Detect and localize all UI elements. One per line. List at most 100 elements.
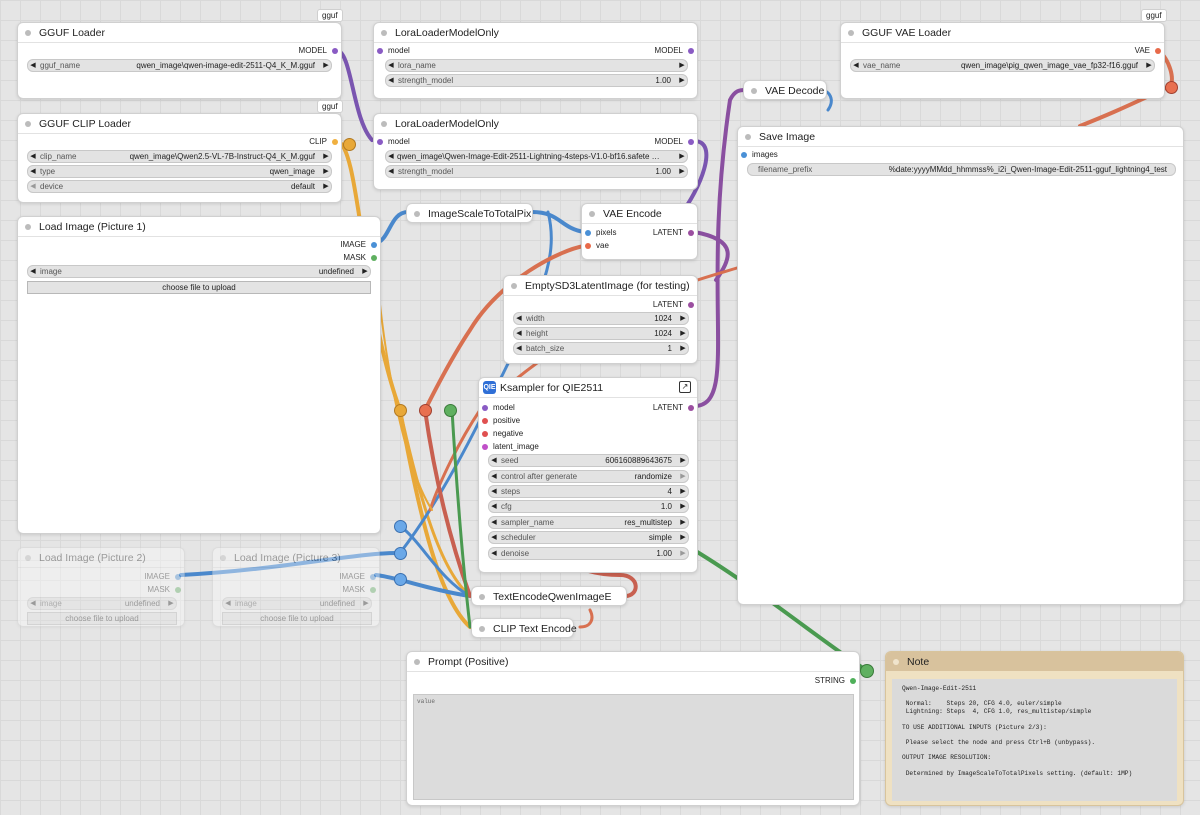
arrow-left-icon[interactable]: ◀ bbox=[491, 473, 497, 480]
arrow-left-icon[interactable]: ◀ bbox=[30, 183, 36, 190]
note-node[interactable]: Note Qwen-Image-Edit-2511 Normal: Steps … bbox=[885, 651, 1184, 806]
output-model[interactable]: MODEL bbox=[655, 137, 694, 147]
arrow-left-icon[interactable]: ◀ bbox=[225, 600, 231, 607]
arrow-left-icon[interactable]: ◀ bbox=[388, 62, 394, 69]
arrow-left-icon[interactable]: ◀ bbox=[30, 153, 36, 160]
lora-name-combo[interactable]: ◀qwen_image\Qwen-Image-Edit-2511-Lightni… bbox=[385, 150, 688, 163]
reroute-vae[interactable] bbox=[419, 404, 432, 417]
node-title[interactable]: VAE Decode bbox=[744, 81, 826, 100]
output-image[interactable]: IMAGE bbox=[339, 572, 376, 582]
arrow-right-icon[interactable]: ▶ bbox=[1146, 62, 1152, 69]
port-dot-icon[interactable] bbox=[1155, 47, 1161, 54]
port-dot-icon[interactable] bbox=[688, 138, 694, 145]
load-image-node-3[interactable]: Load Image (Picture 3) IMAGE MASK ◀image… bbox=[212, 547, 380, 627]
input-model[interactable]: model bbox=[377, 137, 410, 147]
expand-icon[interactable]: ↗ bbox=[679, 381, 691, 393]
node-title[interactable]: Note bbox=[886, 652, 1183, 671]
arrow-right-icon[interactable]: ▶ bbox=[679, 153, 685, 160]
port-dot-icon[interactable] bbox=[370, 586, 376, 593]
input-images[interactable]: images bbox=[741, 150, 778, 160]
node-title[interactable]: Load Image (Picture 3) bbox=[213, 548, 379, 568]
node-title[interactable]: Save Image bbox=[738, 127, 1183, 147]
output-mask[interactable]: MASK bbox=[147, 585, 181, 595]
arrow-left-icon[interactable]: ◀ bbox=[491, 457, 497, 464]
port-dot-icon[interactable] bbox=[370, 573, 376, 580]
collapse-dot-icon[interactable] bbox=[25, 29, 31, 36]
input-latent-image[interactable]: latent_image bbox=[482, 442, 539, 452]
arrow-left-icon[interactable]: ◀ bbox=[30, 62, 36, 69]
port-dot-icon[interactable] bbox=[688, 47, 694, 54]
arrow-right-icon[interactable]: ▶ bbox=[680, 519, 686, 526]
port-dot-icon[interactable] bbox=[371, 254, 377, 261]
output-vae[interactable]: VAE bbox=[1135, 46, 1161, 56]
arrow-left-icon[interactable]: ◀ bbox=[491, 488, 497, 495]
collapse-dot-icon[interactable] bbox=[414, 210, 420, 217]
port-dot-icon[interactable] bbox=[688, 229, 694, 236]
port-dot-icon[interactable] bbox=[585, 229, 591, 236]
arrow-left-icon[interactable]: ◀ bbox=[30, 168, 36, 175]
arrow-right-icon[interactable]: ▶ bbox=[679, 168, 685, 175]
port-dot-icon[interactable] bbox=[377, 138, 383, 145]
output-latent[interactable]: LATENT bbox=[653, 300, 694, 310]
port-dot-icon[interactable] bbox=[482, 443, 488, 450]
arrow-left-icon[interactable]: ◀ bbox=[30, 268, 36, 275]
image-scale-node[interactable]: ImageScaleToTotalPix bbox=[406, 203, 533, 223]
output-model[interactable]: MODEL bbox=[655, 46, 694, 56]
arrow-left-icon[interactable]: ◀ bbox=[491, 519, 497, 526]
arrow-left-icon[interactable]: ◀ bbox=[491, 550, 497, 557]
reroute-clip-2[interactable] bbox=[394, 404, 407, 417]
output-mask[interactable]: MASK bbox=[343, 253, 377, 263]
arrow-right-icon[interactable]: ▶ bbox=[323, 153, 329, 160]
save-image-node[interactable]: Save Image images filename_prefix%date:y… bbox=[737, 126, 1184, 605]
collapse-dot-icon[interactable] bbox=[25, 554, 31, 561]
port-dot-icon[interactable] bbox=[688, 404, 694, 411]
arrow-left-icon[interactable]: ◀ bbox=[30, 600, 36, 607]
filename-prefix-field[interactable]: filename_prefix%date:yyyyMMdd_hhmmss%_i2… bbox=[747, 163, 1176, 176]
node-title[interactable]: Load Image (Picture 2) bbox=[18, 548, 184, 568]
reroute-string[interactable] bbox=[444, 404, 457, 417]
port-dot-icon[interactable] bbox=[850, 677, 856, 684]
collapse-dot-icon[interactable] bbox=[893, 658, 899, 665]
arrow-right-icon[interactable]: ▶ bbox=[680, 503, 686, 510]
lora-loader-node-2[interactable]: LoraLoaderModelOnly model MODEL ◀qwen_im… bbox=[373, 113, 698, 190]
arrow-right-icon[interactable]: ▶ bbox=[680, 550, 686, 557]
arrow-left-icon[interactable]: ◀ bbox=[853, 62, 859, 69]
arrow-right-icon[interactable]: ▶ bbox=[362, 268, 368, 275]
collapse-dot-icon[interactable] bbox=[751, 87, 757, 94]
arrow-right-icon[interactable]: ▶ bbox=[363, 600, 369, 607]
arrow-right-icon[interactable]: ▶ bbox=[680, 534, 686, 541]
node-title[interactable]: EmptySD3LatentImage (for testing) bbox=[504, 276, 697, 296]
arrow-right-icon[interactable]: ▶ bbox=[679, 77, 685, 84]
arrow-right-icon[interactable]: ▶ bbox=[680, 473, 686, 480]
output-clip[interactable]: CLIP bbox=[309, 137, 338, 147]
vae-encode-node[interactable]: VAE Encode pixels vae LATENT bbox=[581, 203, 698, 260]
reroute-clip[interactable] bbox=[343, 138, 356, 151]
node-title[interactable]: LoraLoaderModelOnly bbox=[374, 114, 697, 134]
port-dot-icon[interactable] bbox=[741, 151, 747, 158]
collapse-dot-icon[interactable] bbox=[589, 210, 595, 217]
output-latent[interactable]: LATENT bbox=[653, 403, 694, 413]
arrow-left-icon[interactable]: ◀ bbox=[388, 77, 394, 84]
output-image[interactable]: IMAGE bbox=[144, 572, 181, 582]
port-dot-icon[interactable] bbox=[482, 417, 488, 424]
port-dot-icon[interactable] bbox=[175, 573, 181, 580]
output-string[interactable]: STRING bbox=[815, 676, 856, 686]
port-dot-icon[interactable] bbox=[175, 586, 181, 593]
vae-decode-node[interactable]: VAE Decode bbox=[743, 80, 827, 100]
reroute-image-2[interactable] bbox=[394, 547, 407, 560]
prompt-textarea[interactable]: value bbox=[413, 694, 854, 800]
upload-button[interactable]: choose file to upload bbox=[27, 281, 371, 294]
input-positive[interactable]: positive bbox=[482, 416, 520, 426]
input-vae[interactable]: vae bbox=[585, 241, 609, 251]
node-title[interactable]: VAE Encode bbox=[582, 204, 697, 224]
